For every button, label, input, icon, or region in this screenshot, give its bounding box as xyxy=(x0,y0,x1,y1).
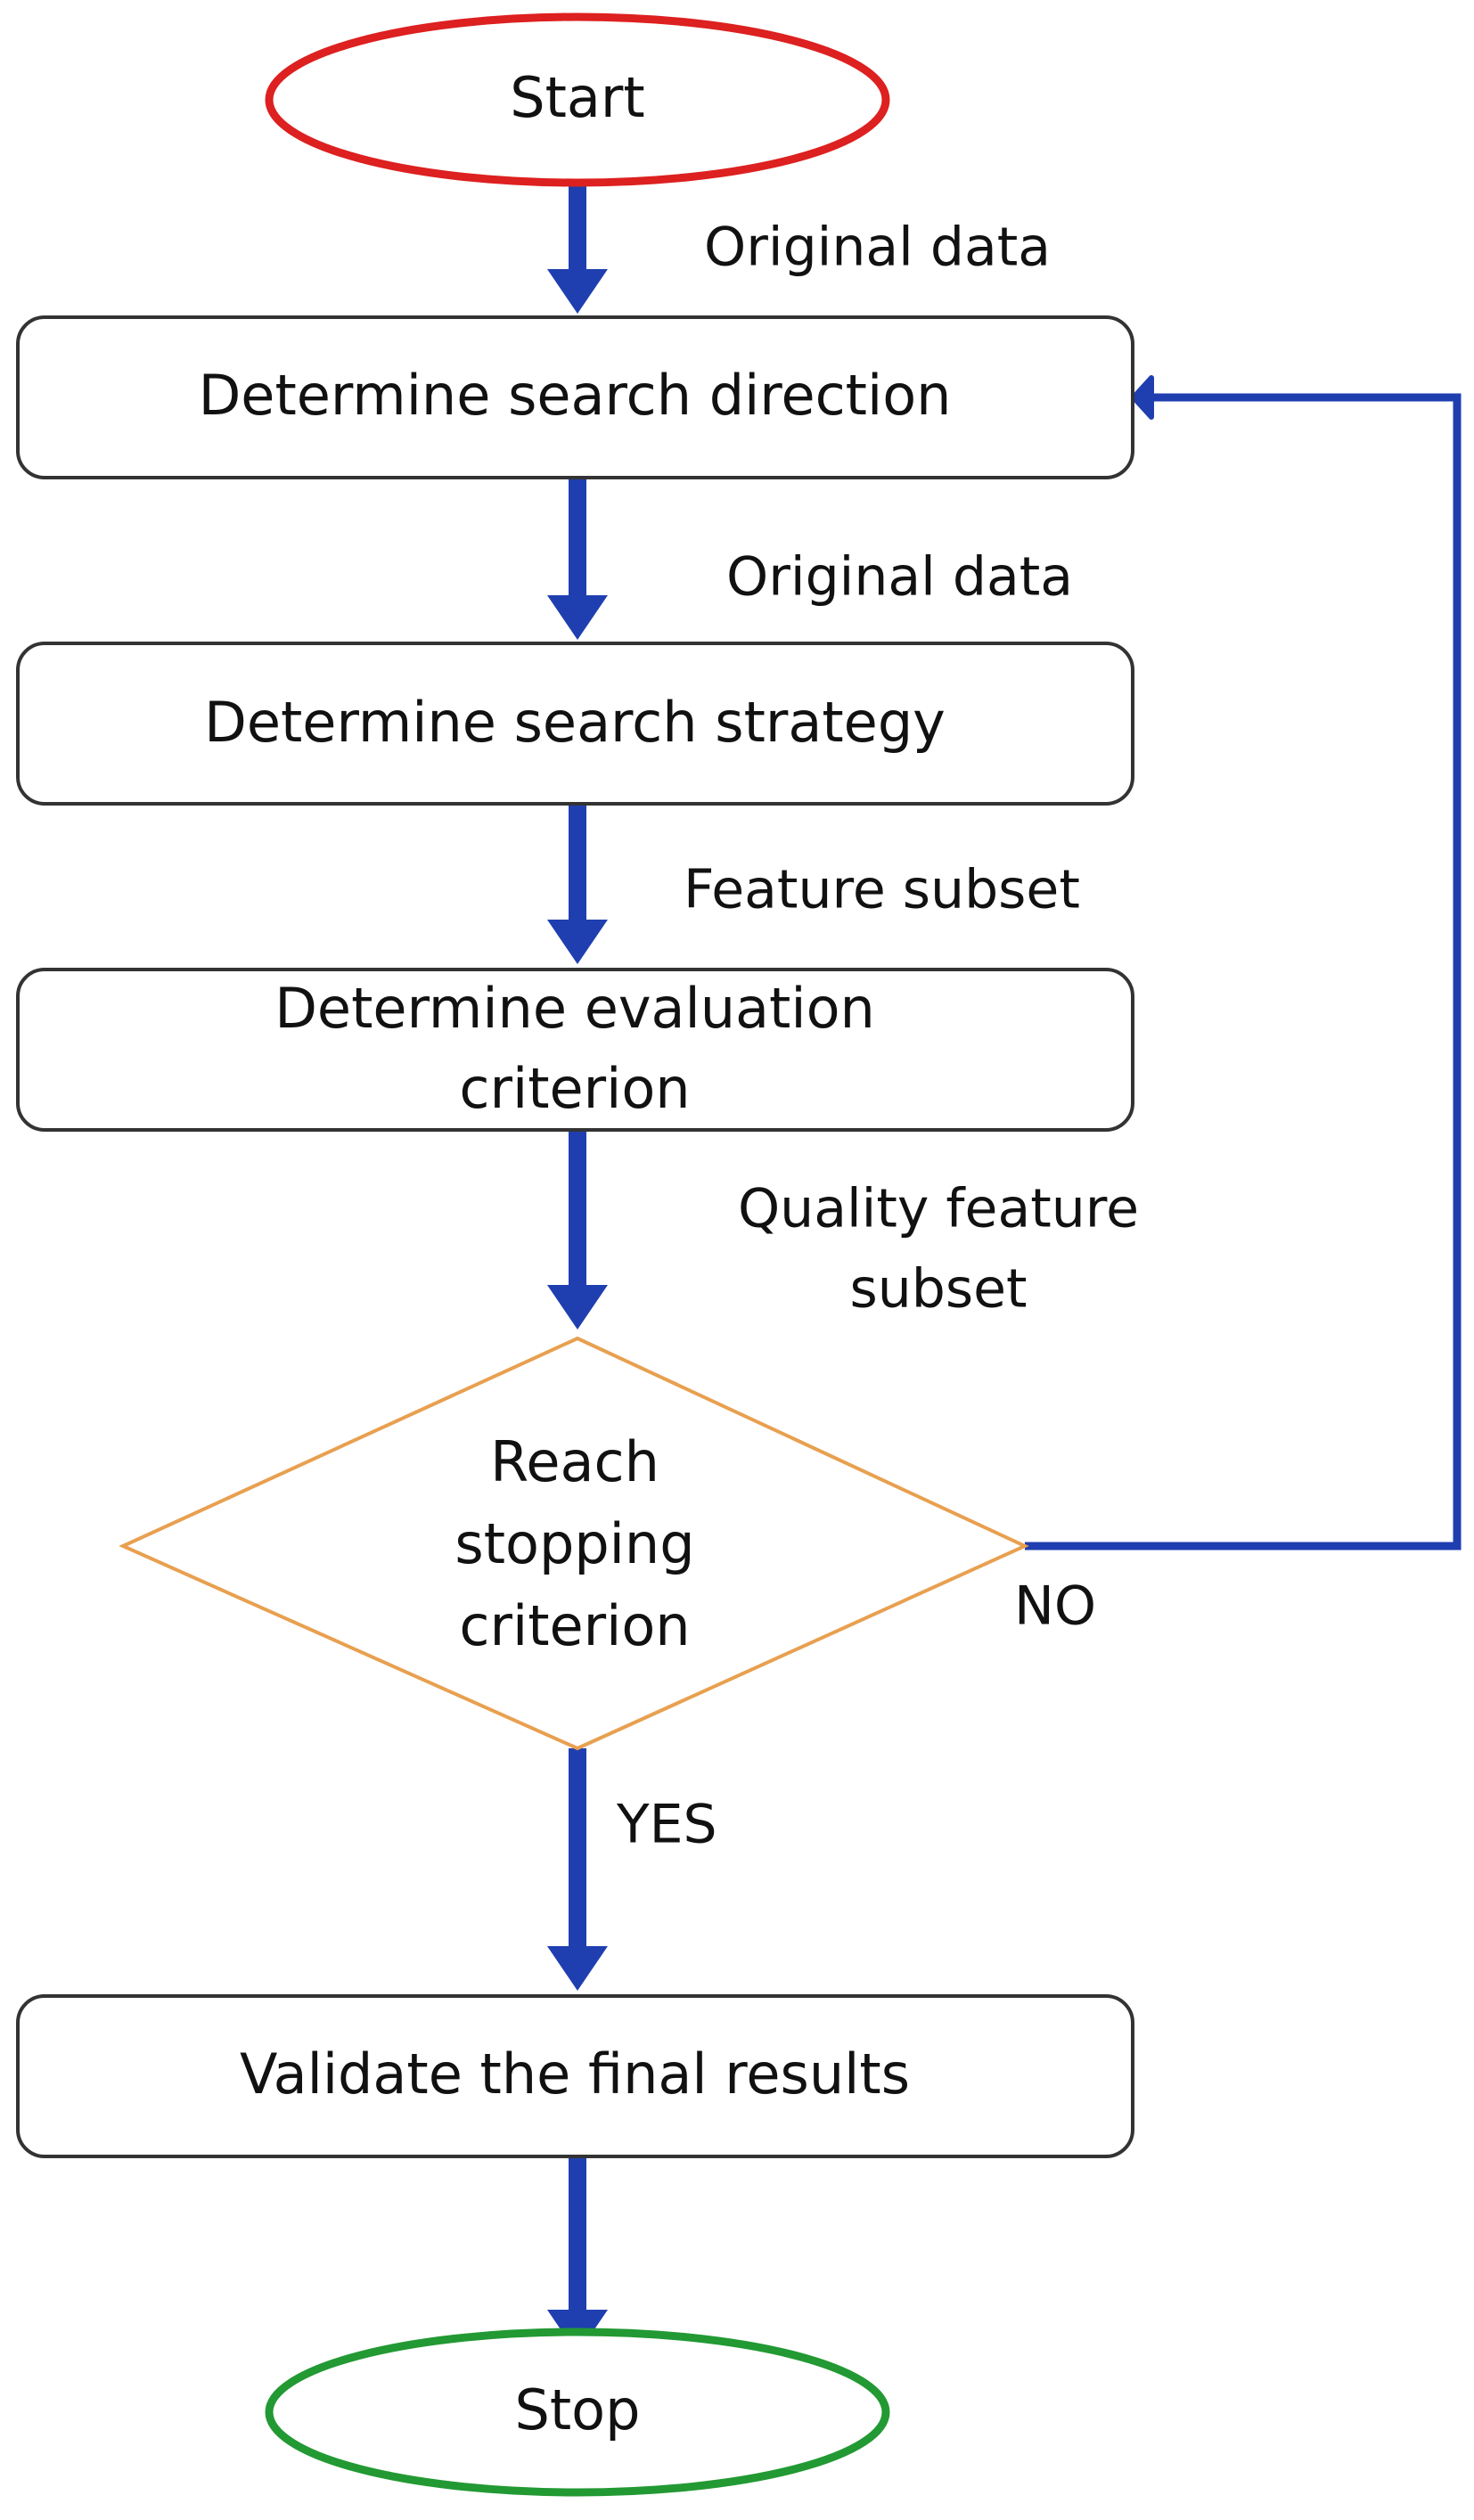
start-label: Start xyxy=(510,65,644,130)
edge-label-subset: subset xyxy=(849,1258,1027,1321)
step-determine-search-direction: Determine search direction xyxy=(16,315,1134,479)
stop-label: Stop xyxy=(515,2377,641,2442)
step-evaluation-label-line1: Determine evaluation xyxy=(274,976,875,1041)
edge-label-no: NO xyxy=(1014,1575,1096,1638)
connector-decision-to-validate xyxy=(547,1748,608,1991)
edge-label-original-data-1: Original data xyxy=(704,217,1051,279)
edge-label-original-data-2: Original data xyxy=(726,546,1073,609)
edge-label-yes: YES xyxy=(616,1794,717,1856)
decision-label-line1: Reach xyxy=(490,1429,659,1494)
step-evaluation-label-line2: criterion xyxy=(459,1056,690,1121)
connector-start-to-direction xyxy=(547,184,608,314)
stop-terminal: Stop xyxy=(265,2328,890,2497)
connector-no-loop xyxy=(1025,375,1462,1550)
connector-evaluation-to-decision xyxy=(547,1130,608,1330)
step-determine-search-strategy: Determine search strategy xyxy=(16,642,1134,806)
connector-validate-to-stop xyxy=(547,2155,608,2354)
decision-label-line3: criterion xyxy=(459,1593,690,1658)
step-validate-label: Validate the final results xyxy=(240,2041,910,2107)
step-determine-evaluation-criterion: Determine evaluation criterion xyxy=(16,968,1134,1132)
decision-reach-stopping-criterion: Reach stopping criterion xyxy=(119,1336,1029,1751)
edge-label-feature-subset: Feature subset xyxy=(684,859,1080,921)
edge-label-quality-feature: Quality feature xyxy=(738,1178,1139,1240)
step-direction-label: Determine search direction xyxy=(199,363,952,428)
step-strategy-label: Determine search strategy xyxy=(204,690,946,755)
step-validate-final-results: Validate the final results xyxy=(16,1994,1134,2158)
start-terminal: Start xyxy=(265,12,890,187)
decision-label-line2: stopping xyxy=(454,1511,694,1576)
connector-strategy-to-evaluation xyxy=(547,806,608,964)
connector-direction-to-strategy xyxy=(547,479,608,640)
